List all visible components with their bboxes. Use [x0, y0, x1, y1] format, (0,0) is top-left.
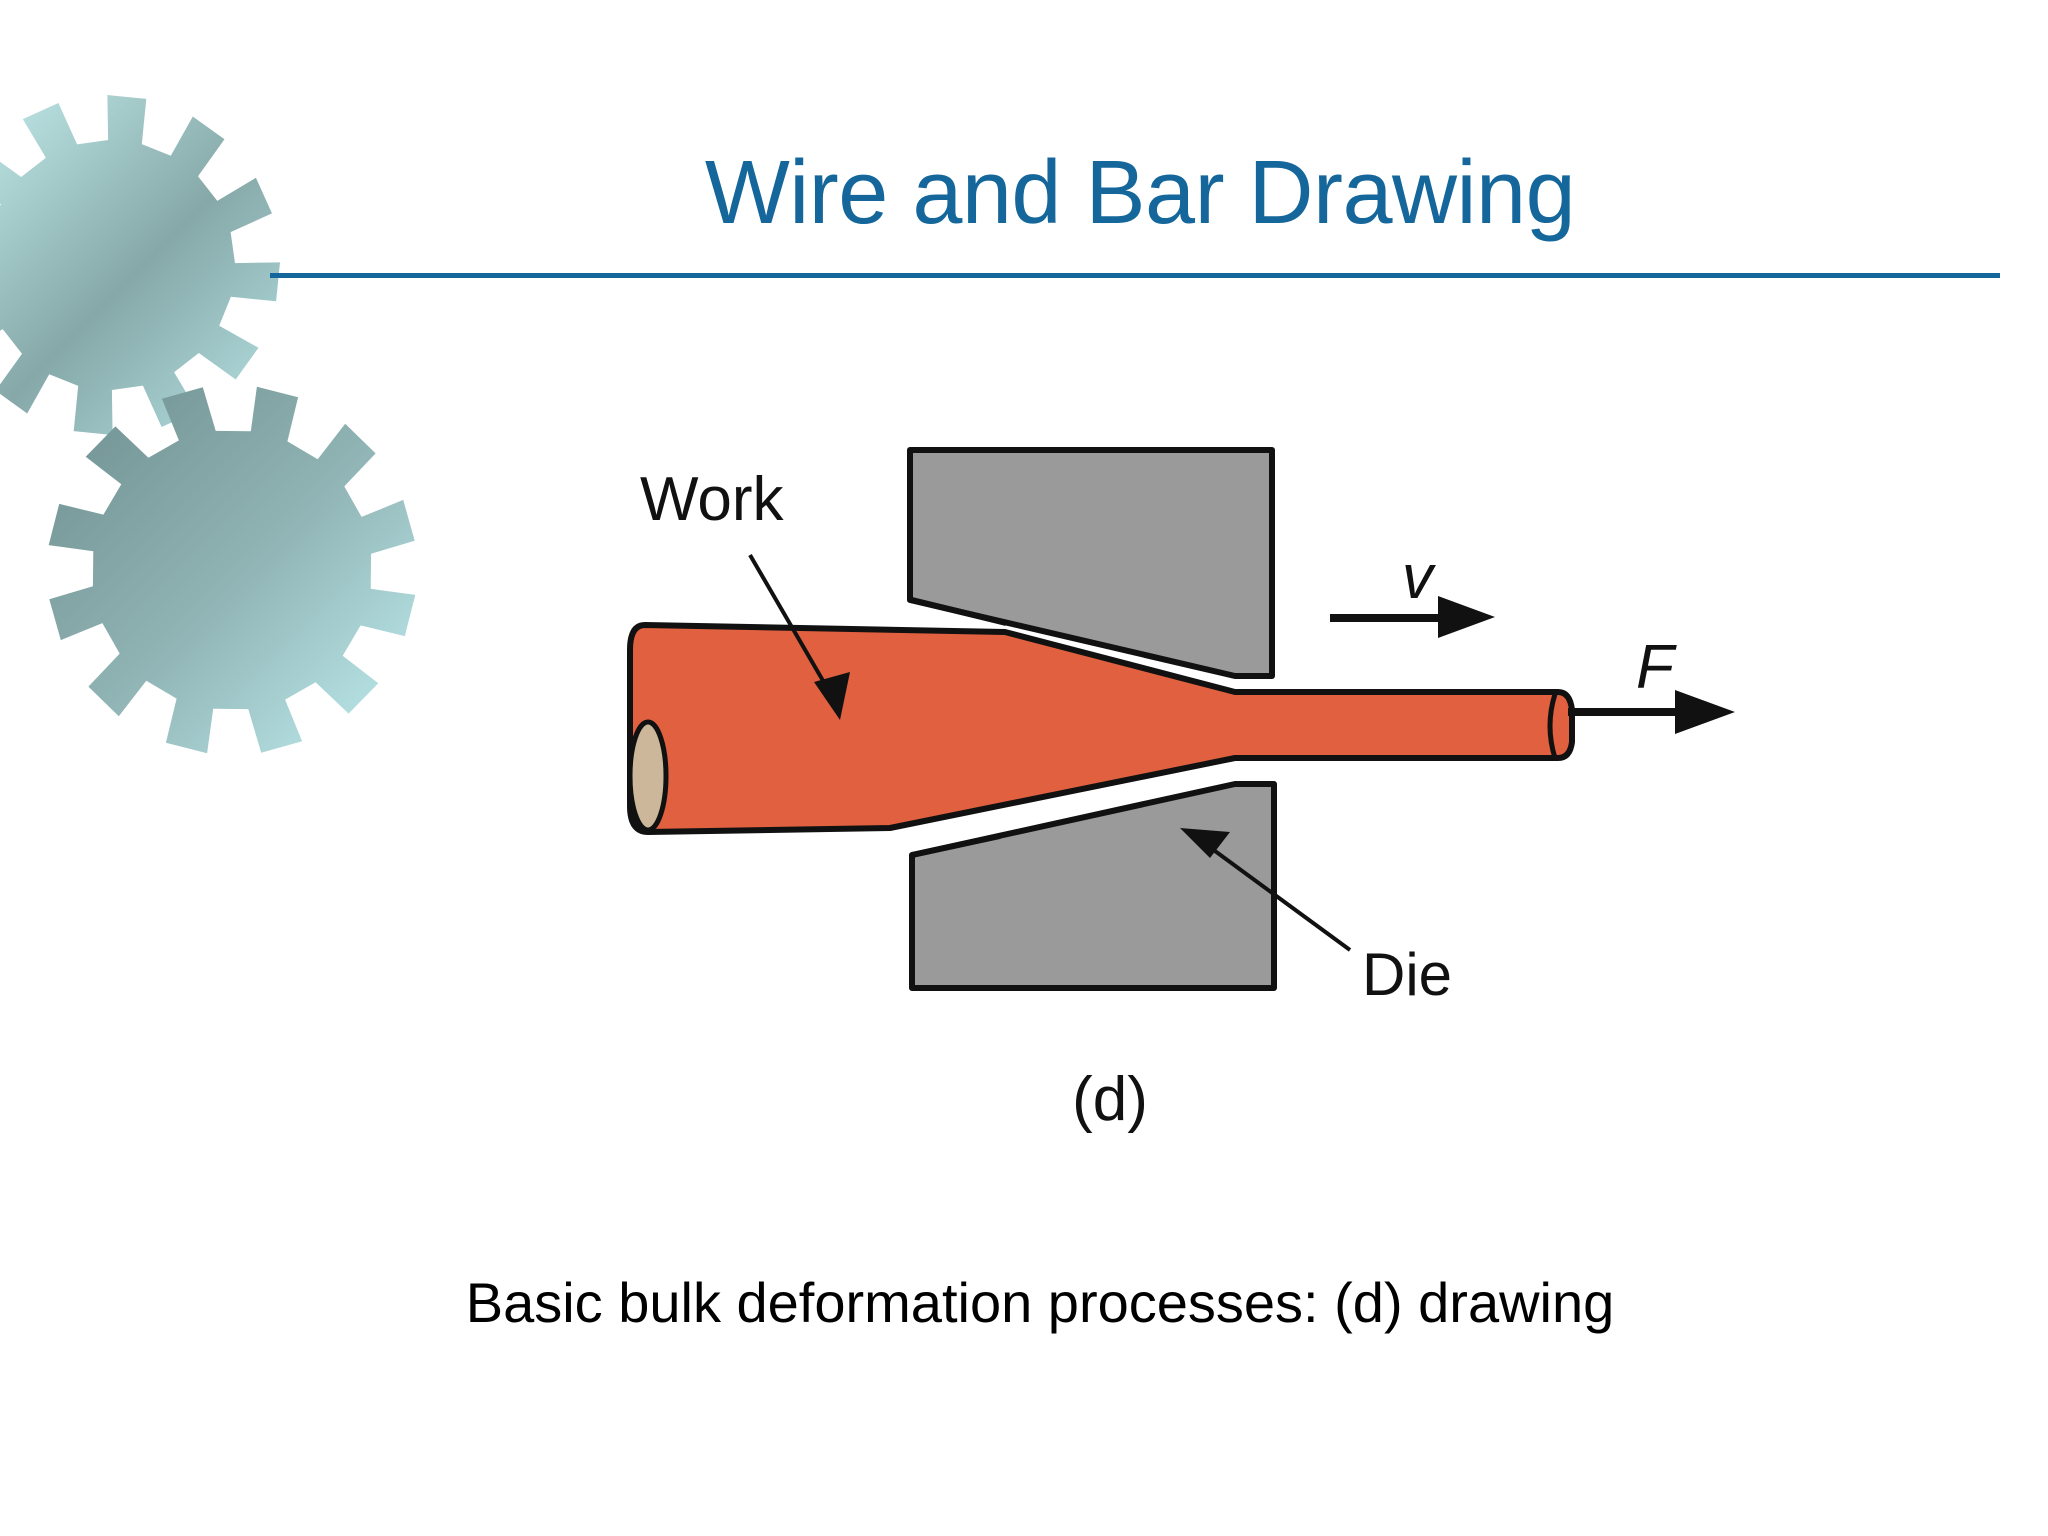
title-divider: [270, 273, 2000, 278]
figure-caption: Basic bulk deformation processes: (d) dr…: [465, 1271, 1615, 1334]
die-block: [907, 447, 1277, 991]
work-label: Work: [640, 465, 785, 534]
die-pointer-arrow: [1198, 838, 1352, 952]
work-piece: [627, 622, 1575, 835]
force-label: F: [1636, 633, 1677, 702]
subfigure-label: (d): [1072, 1065, 1148, 1134]
gear-icon: [48, 386, 416, 754]
die-label: Die: [1362, 941, 1452, 1008]
velocity-label: v: [1402, 543, 1436, 612]
wire-end: [1547, 693, 1558, 759]
wire-drawing-diagram: Work Die v F: [627, 447, 1735, 1008]
work-end: [627, 719, 669, 833]
gear-icon: [0, 95, 280, 435]
force-arrow-head: [1675, 690, 1735, 734]
page-title: Wire and Bar Drawing: [704, 143, 1576, 243]
velocity-arrow-head: [1438, 596, 1495, 638]
gears-decoration: [0, 95, 416, 754]
